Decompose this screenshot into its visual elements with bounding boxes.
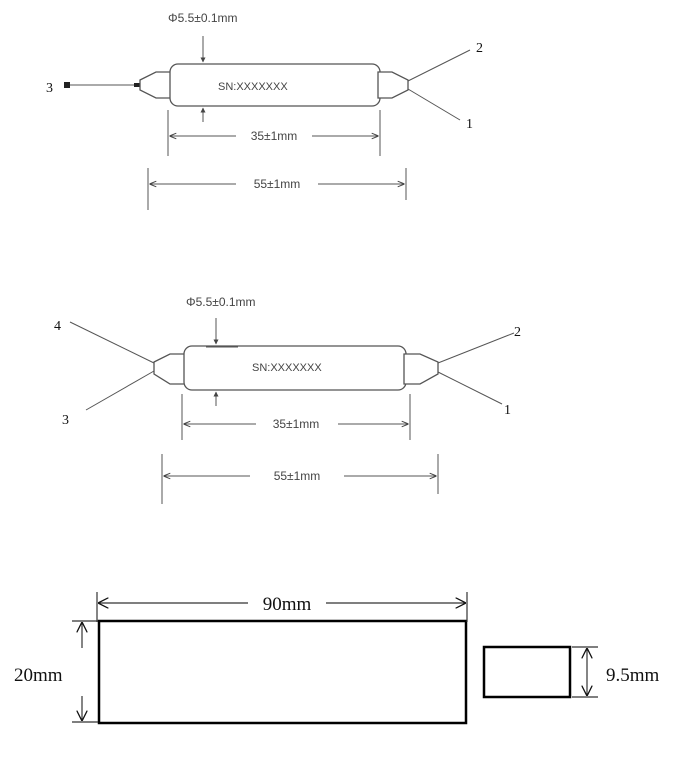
port-label: 1: [466, 117, 473, 132]
serial-label: SN:XXXXXXX: [218, 81, 288, 93]
port-label: 2: [514, 325, 521, 340]
fiber-connector: [134, 83, 140, 87]
coupler-top: Φ5.5±0.1mm SN:XXXXXXX 3 2 1 35±1mm 55±1m…: [46, 11, 483, 210]
fiber-left-upper: [69, 321, 155, 364]
width-label: 90mm: [263, 594, 312, 615]
boot-left: [139, 71, 173, 99]
fiber-left-lower: [85, 370, 155, 411]
fiber-connector: [64, 82, 70, 88]
boot-left: [153, 353, 187, 385]
package-box: 90mm 20mm 9.5mm: [14, 592, 660, 725]
total-length-label: 55±1mm: [254, 177, 301, 191]
box-side: [482, 645, 572, 699]
port-label: 1: [504, 403, 511, 418]
height-label: 20mm: [14, 665, 63, 686]
body-length-label: 35±1mm: [251, 129, 298, 143]
port-label: 2: [476, 41, 483, 56]
diameter-label: Φ5.5±0.1mm: [168, 11, 238, 25]
box-front: [97, 619, 468, 725]
fiber-right-upper: [437, 332, 515, 364]
port-label: 4: [54, 319, 61, 334]
total-length-label: 55±1mm: [274, 469, 321, 483]
serial-label: SN:XXXXXXX: [252, 362, 322, 374]
fiber-right-lower: [437, 371, 503, 405]
port-label: 3: [62, 413, 69, 428]
fiber-right-upper: [407, 49, 471, 82]
port-label: 3: [46, 81, 53, 96]
diameter-label: Φ5.5±0.1mm: [186, 295, 256, 309]
boot-right: [403, 353, 439, 385]
coupler-middle: Φ5.5±0.1mm SN:XXXXXXX 4 3 2 1 35±1mm 55±…: [54, 295, 521, 504]
body-length-label: 35±1mm: [273, 417, 320, 431]
depth-label: 9.5mm: [606, 665, 660, 686]
fiber-right-lower: [407, 88, 461, 121]
boot-right: [377, 71, 409, 99]
